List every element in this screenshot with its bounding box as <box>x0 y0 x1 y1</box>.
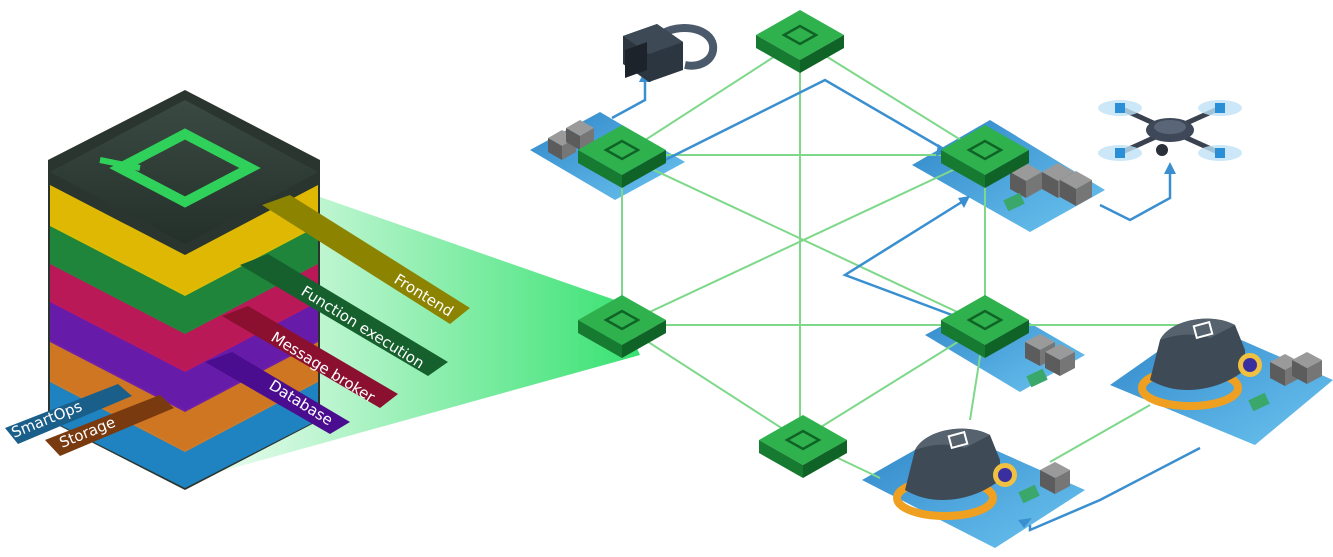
chip-icon <box>1018 484 1040 504</box>
vr-headset-icon <box>623 24 718 82</box>
robot-icon <box>893 428 1017 520</box>
edge-node <box>941 125 1029 188</box>
layer-database <box>50 300 318 412</box>
edge-node <box>756 10 844 73</box>
box-cluster <box>1040 462 1070 494</box>
node-logo-icon <box>781 24 819 46</box>
flow-arrows <box>611 70 1201 532</box>
edge-node <box>578 295 666 358</box>
chip-icon <box>1248 392 1270 412</box>
box-cluster <box>1270 352 1322 386</box>
node-logo-icon <box>603 139 641 161</box>
box-cluster <box>1025 334 1075 376</box>
node-logo-icon <box>784 429 822 451</box>
compute-boxes <box>548 120 1322 494</box>
chip-icon <box>1026 368 1048 388</box>
node-logo-icon <box>603 309 641 331</box>
chip-icon <box>1003 192 1025 212</box>
server-logo-icon <box>109 128 261 208</box>
box-cluster <box>548 120 594 160</box>
chips <box>1003 192 1270 504</box>
edge-node <box>941 295 1029 358</box>
node-logo-icon <box>966 139 1004 161</box>
edge-node <box>578 125 666 188</box>
robot-icon <box>1138 318 1262 410</box>
edge-node <box>759 415 847 478</box>
server-top <box>50 100 318 244</box>
box-cluster <box>1010 163 1092 206</box>
layer-frontend <box>50 185 318 296</box>
drone-icon <box>1098 100 1242 161</box>
edge-nodes <box>578 10 1029 478</box>
node-logo-icon <box>966 309 1004 331</box>
